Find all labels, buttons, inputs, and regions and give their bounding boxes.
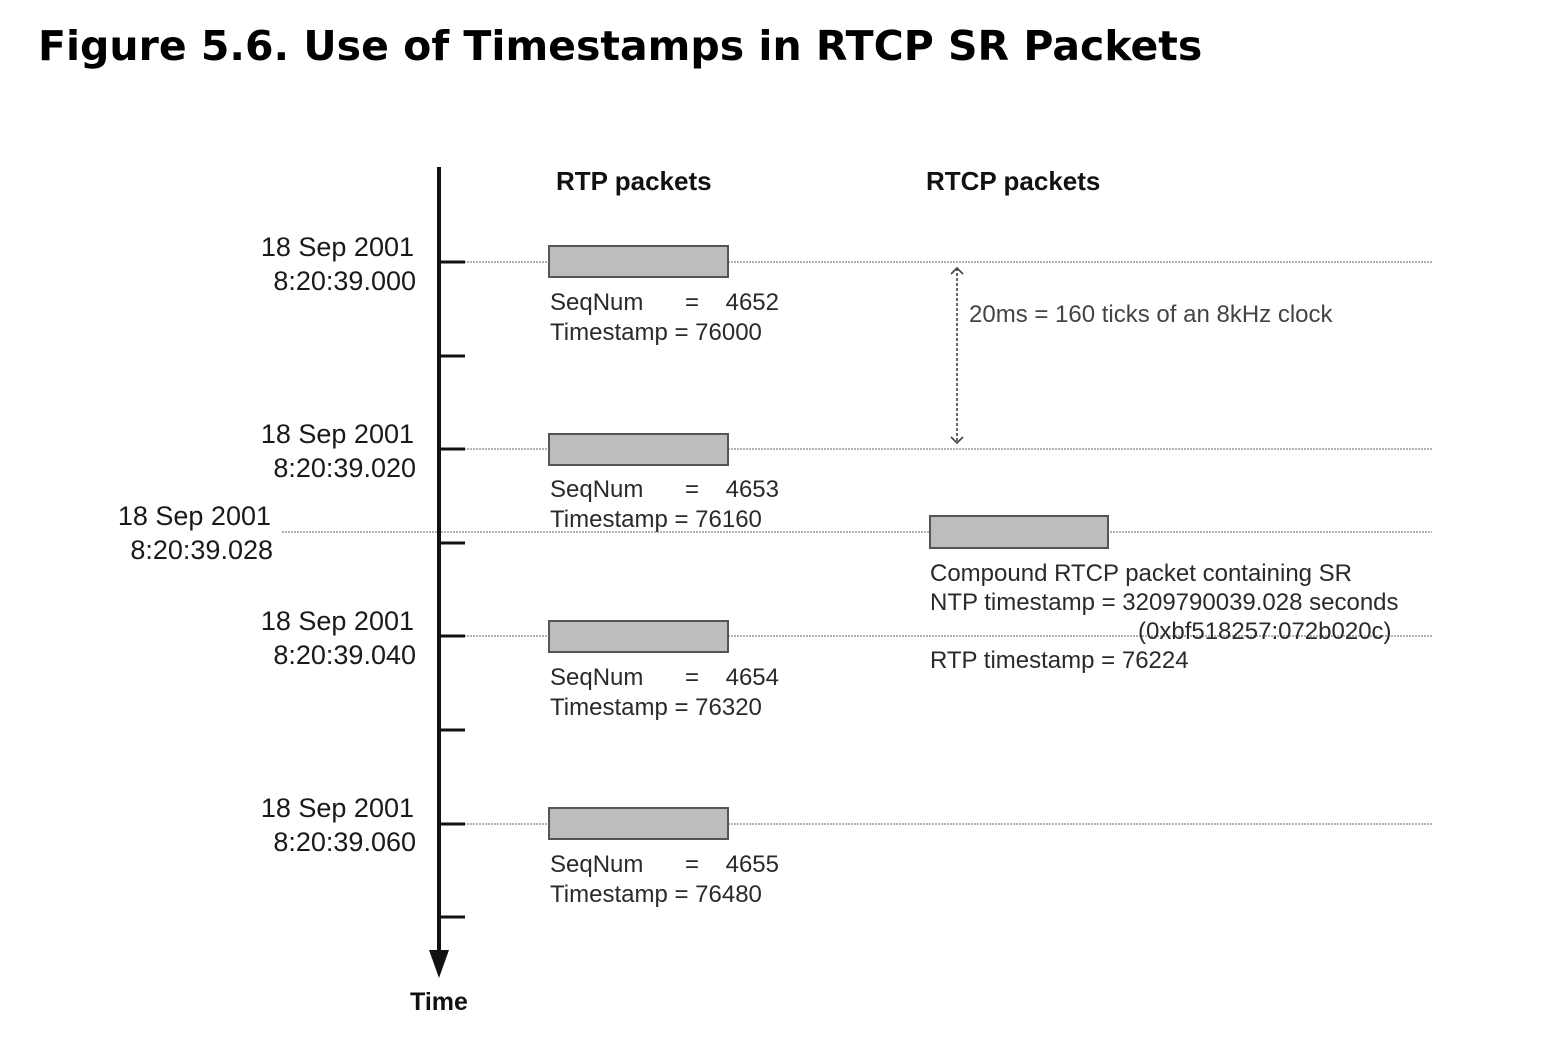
seqnum-equals: = [685, 289, 699, 316]
timestamp-date: 18 Sep 2001 [261, 232, 414, 262]
time-axis-arrowhead [429, 950, 449, 978]
rtp-packet-box [548, 620, 729, 653]
timestamp-label: 18 Sep 2001 8:20:39.020 [261, 419, 416, 483]
seqnum-value: 4652 [726, 289, 779, 316]
timestamp-label: 18 Sep 2001 8:20:39.000 [261, 232, 416, 296]
timestamp-time: 8:20:39.020 [273, 453, 416, 483]
timestamp-value: Timestamp = 76480 [550, 881, 762, 908]
seqnum-equals: = [685, 476, 699, 503]
timestamp-time: 8:20:39.028 [130, 535, 273, 565]
sr-timestamp-label: 18 Sep 2001 8:20:39.028 [118, 501, 273, 565]
ntp-hex: (0xbf518257:072b020c) [1138, 618, 1392, 645]
timestamp-date: 18 Sep 2001 [261, 606, 414, 636]
timestamp-label: 18 Sep 2001 8:20:39.060 [261, 793, 416, 857]
rtcp-packet-label: Compound RTCP packet containing SR NTP t… [930, 560, 1399, 674]
seqnum-label: SeqNum [550, 664, 643, 691]
timestamp-value: Timestamp = 76000 [550, 319, 762, 346]
rtcp-packets-heading: RTCP packets [926, 166, 1100, 196]
interval-note: 20ms = 160 ticks of an 8kHz clock [969, 301, 1333, 328]
rtcp-packet-box [929, 515, 1109, 549]
rtp-timestamp: RTP timestamp = 76224 [930, 647, 1189, 674]
seqnum-label: SeqNum [550, 289, 643, 316]
timestamp-time: 8:20:39.060 [273, 827, 416, 857]
rtp-packets-heading: RTP packets [556, 166, 712, 196]
rtp-packet-label: SeqNum = 4654 Timestamp = 76320 [550, 664, 779, 721]
rtp-packet-box [548, 807, 729, 840]
timestamp-label: 18 Sep 2001 8:20:39.040 [261, 606, 416, 670]
timestamp-value: Timestamp = 76320 [550, 694, 762, 721]
rtp-packet-label: SeqNum = 4655 Timestamp = 76480 [550, 851, 779, 908]
rtp-packet-box [548, 245, 729, 278]
timestamp-time: 8:20:39.040 [273, 640, 416, 670]
rtcp-description: Compound RTCP packet containing SR [930, 560, 1352, 587]
rtp-packet-box [548, 433, 729, 466]
seqnum-label: SeqNum [550, 476, 643, 503]
timestamp-date: 18 Sep 2001 [118, 501, 271, 531]
seqnum-value: 4655 [726, 851, 779, 878]
timestamp-date: 18 Sep 2001 [261, 793, 414, 823]
figure-title: Figure 5.6. Use of Timestamps in RTCP SR… [38, 22, 1203, 70]
seqnum-equals: = [685, 851, 699, 878]
ntp-timestamp: NTP timestamp = 3209790039.028 seconds [930, 589, 1399, 616]
seqnum-equals: = [685, 664, 699, 691]
time-axis-label: Time [410, 988, 468, 1016]
timestamp-time: 8:20:39.000 [273, 266, 416, 296]
seqnum-value: 4653 [726, 476, 779, 503]
seqnum-label: SeqNum [550, 851, 643, 878]
rtp-packet-label: SeqNum = 4652 Timestamp = 76000 [550, 289, 779, 346]
seqnum-value: 4654 [726, 664, 779, 691]
rtp-packet-label: SeqNum = 4653 Timestamp = 76160 [550, 476, 779, 533]
timestamp-value: Timestamp = 76160 [550, 506, 762, 533]
timestamp-date: 18 Sep 2001 [261, 419, 414, 449]
